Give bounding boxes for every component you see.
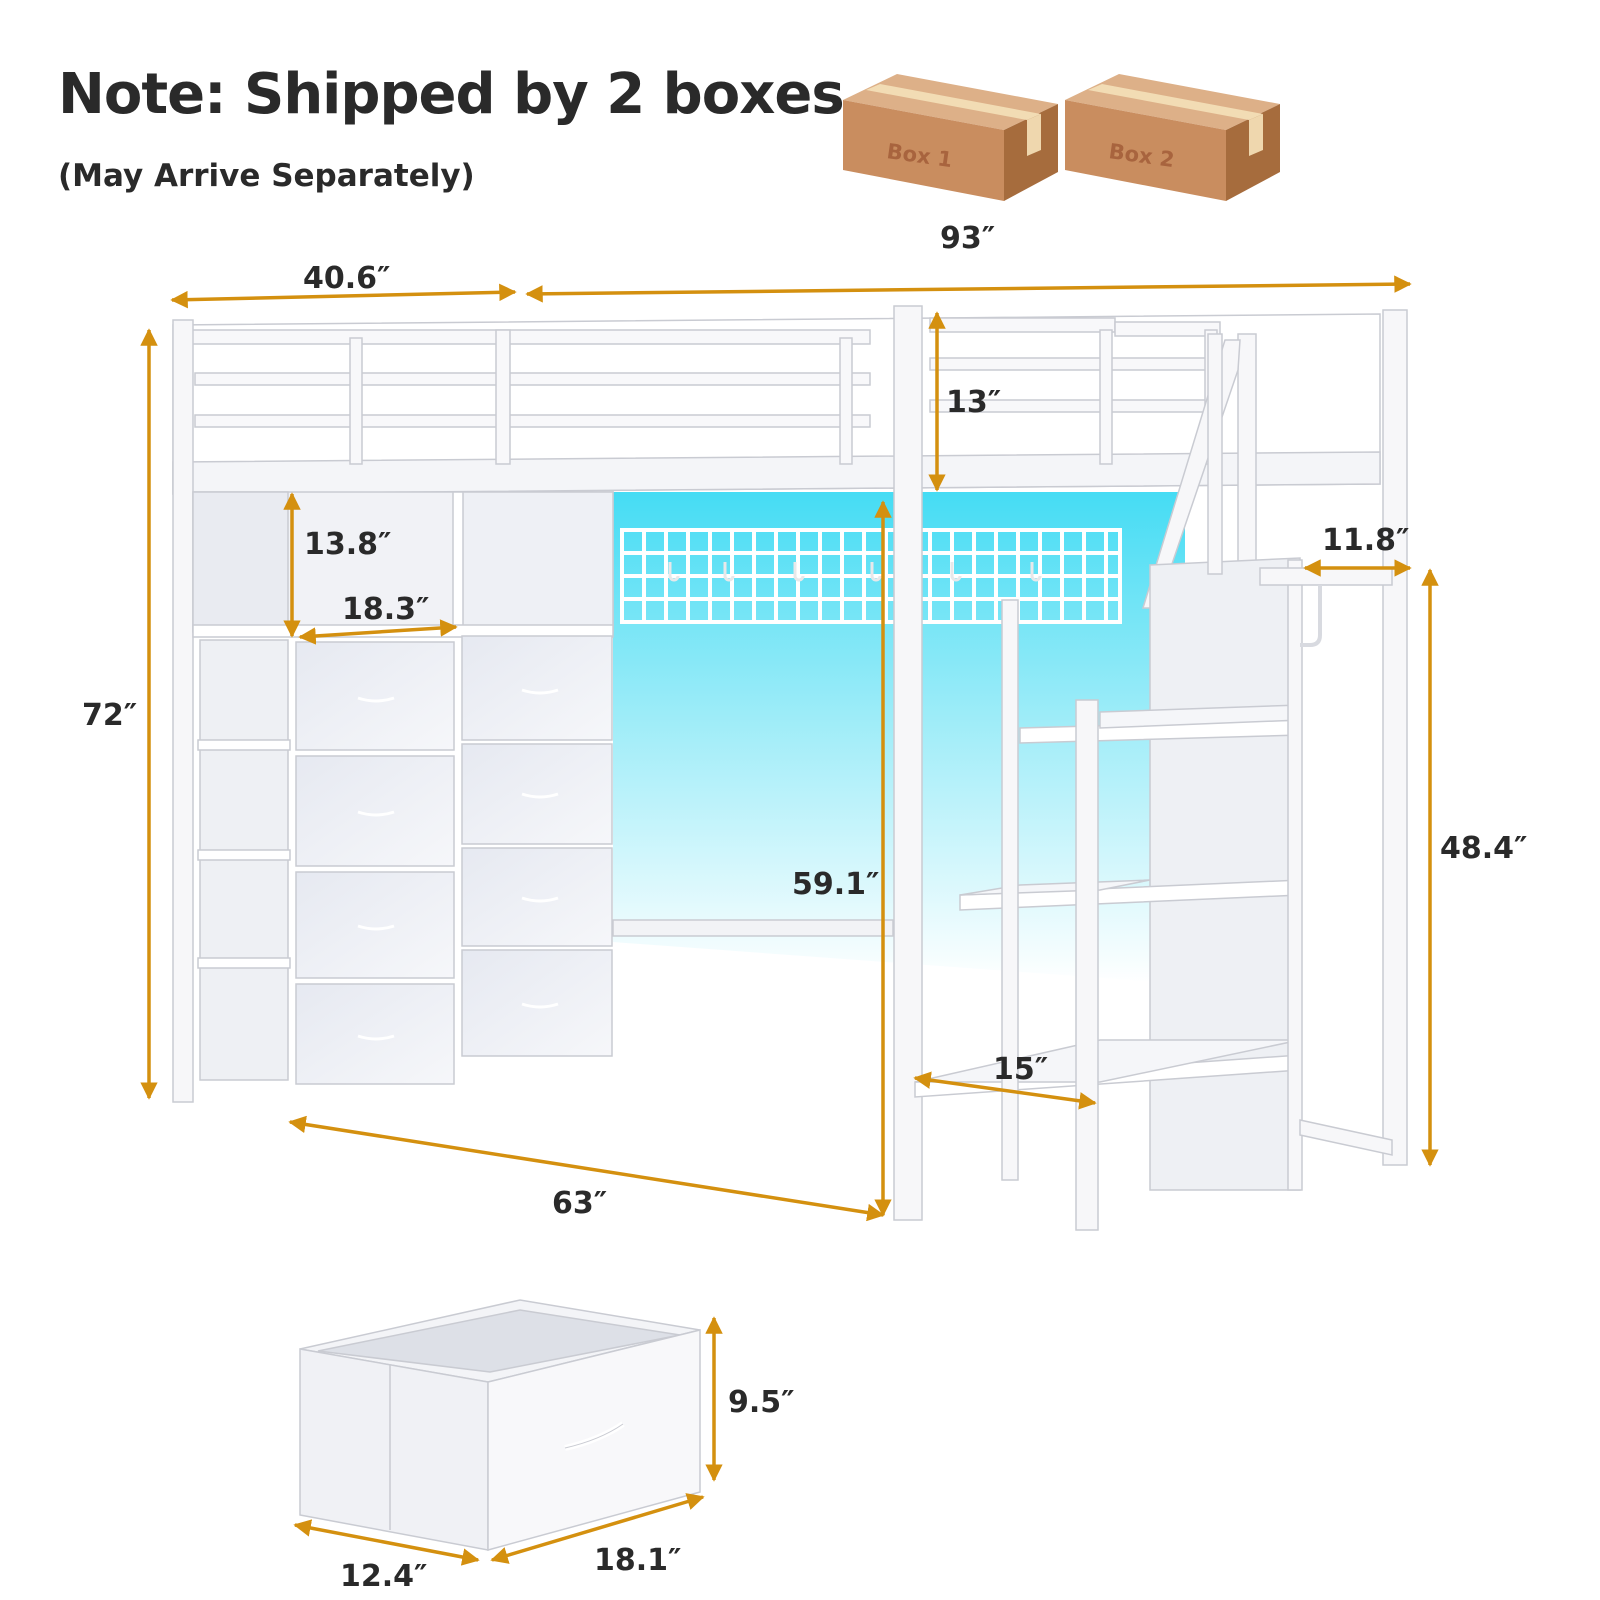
dim-dresser-width-line (298, 619, 458, 645)
dim-step-width-label: 15″ (993, 1052, 1048, 1087)
drawer (295, 755, 455, 867)
dim-drawer-width-label: 18.1″ (594, 1543, 681, 1578)
dim-stair-height-label: 48.4″ (1440, 831, 1527, 866)
dresser-drawers (295, 635, 613, 1085)
post-front-right (1382, 309, 1408, 1166)
drawer (461, 743, 613, 845)
dim-desk-length-label: 63″ (552, 1186, 607, 1221)
dim-depth-label: 40.6″ (303, 261, 390, 296)
dim-step-width-line (913, 1071, 1097, 1110)
drawer (461, 635, 613, 741)
dim-clearance-label: 59.1″ (792, 867, 879, 902)
hooks (668, 562, 1042, 582)
cubby-shelves (192, 491, 614, 638)
post-back-left (172, 319, 194, 1103)
page-subtitle: (May Arrive Separately) (58, 158, 475, 194)
shipping-box-1: Box 1 (843, 74, 1058, 201)
drawer-handles (357, 688, 559, 1041)
dim-drawer-depth-label: 12.4″ (340, 1559, 427, 1594)
dim-length-label: 93″ (940, 221, 995, 256)
dimension-labels: 40.6″ 93″ 72″ 13″ 13.8″ 18.3″ 63″ 59.1″ … (82, 221, 1527, 1594)
desk-rail (612, 919, 894, 937)
side-shelves (197, 639, 291, 1081)
dim-cubby-label: 13.8″ (304, 527, 391, 562)
dim-drawer-width-line (490, 1493, 705, 1564)
dim-depth-line (170, 283, 517, 309)
dim-drawer-height-label: 9.5″ (728, 1385, 795, 1420)
dimension-lines (140, 275, 1439, 1566)
drawer (295, 641, 455, 751)
dim-step-depth-label: 11.8″ (1322, 523, 1409, 558)
drawer (295, 871, 455, 979)
post-front-middle (893, 305, 923, 1221)
dim-height-label: 72″ (82, 698, 137, 733)
page-title: Note: Shipped by 2 boxes (58, 62, 845, 127)
storage-stairs (914, 557, 1303, 1231)
drawer (461, 847, 613, 947)
dim-dresser-width-label: 18.3″ (342, 592, 429, 627)
dim-drawer-depth-line (293, 1519, 480, 1566)
loft-bed (172, 305, 1408, 1231)
drawer (295, 983, 455, 1085)
shipping-box-2: Box 2 (1065, 74, 1280, 201)
drawer-bin (299, 1299, 701, 1551)
dim-desk-length-line (288, 1115, 885, 1222)
drawer (461, 949, 613, 1057)
dim-guardrail-label: 13″ (946, 385, 1001, 420)
dim-length-line (525, 275, 1412, 303)
